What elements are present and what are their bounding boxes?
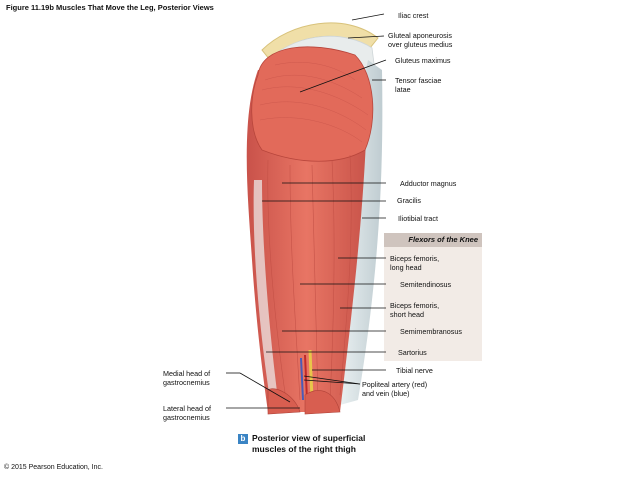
label-iliotibial-tract: Iliotibial tract [398, 214, 438, 223]
flexors-panel [384, 233, 482, 361]
label-lateral-head-line1: Lateral head of [163, 404, 211, 413]
label-gluteal-aponeurosis-line2: over gluteus medius [388, 40, 453, 49]
label-gracilis: Gracilis [397, 196, 421, 205]
label-gluteal-aponeurosis: Gluteal aponeurosis over gluteus medius [388, 31, 452, 49]
gracilis-shape [253, 180, 278, 400]
label-popliteal-line2: and vein (blue) [362, 389, 410, 398]
label-tensor-fasciae-latae: Tensor fasciae latae [395, 76, 441, 94]
label-semitendinosus: Semitendinosus [400, 280, 452, 289]
popliteal-vein-shape [300, 357, 304, 401]
flexors-header: Flexors of the Knee [384, 233, 482, 247]
label-biceps-long: Biceps femoris, long head [390, 254, 439, 272]
label-biceps-short: Biceps femoris, short head [390, 301, 439, 319]
label-lateral-head-gastrocnemius: Lateral head of gastrocnemius [163, 404, 211, 422]
label-adductor-magnus: Adductor magnus [400, 179, 457, 188]
gastrocnemius-lateral-shape [304, 390, 341, 415]
label-sartorius: Sartorius [398, 348, 427, 357]
label-biceps-long-line1: Biceps femoris, [390, 254, 440, 263]
label-semimembranosus: Semimembranosus [400, 327, 462, 336]
figure-badge: b [238, 434, 248, 444]
label-medial-head-line1: Medial head of [163, 369, 211, 378]
figure-title: Figure 11.19b Muscles That Move the Leg,… [6, 3, 214, 12]
label-gluteal-aponeurosis-line1: Gluteal aponeurosis [388, 31, 452, 40]
label-biceps-long-line2: long head [390, 263, 422, 272]
label-tensor-fasciae-line1: Tensor fasciae [395, 76, 442, 85]
caption-line2: muscles of the right thigh [252, 444, 356, 454]
label-biceps-short-line2: short head [390, 310, 424, 319]
label-medial-head-line2: gastrocnemius [163, 378, 210, 387]
label-popliteal-vessels: Popliteal artery (red) and vein (blue) [362, 380, 427, 398]
label-iliac-crest: Iliac crest [398, 11, 429, 20]
caption-line1: Posterior view of superficial [252, 433, 366, 443]
label-biceps-short-line1: Biceps femoris, [390, 301, 440, 310]
copyright-notice: © 2015 Pearson Education, Inc. [4, 464, 103, 471]
label-medial-head-gastrocnemius: Medial head of gastrocnemius [163, 369, 210, 387]
label-popliteal-line1: Popliteal artery (red) [362, 380, 428, 389]
figure-caption: Posterior view of superficial muscles of… [252, 433, 365, 455]
label-tibial-nerve: Tibial nerve [396, 366, 433, 375]
popliteal-artery-shape [304, 354, 308, 401]
label-tensor-fasciae-line2: latae [395, 85, 411, 94]
label-gluteus-maximus: Gluteus maximus [395, 56, 451, 65]
gluteus-maximus-shape [251, 46, 374, 162]
label-lateral-head-line2: gastrocnemius [163, 413, 210, 422]
